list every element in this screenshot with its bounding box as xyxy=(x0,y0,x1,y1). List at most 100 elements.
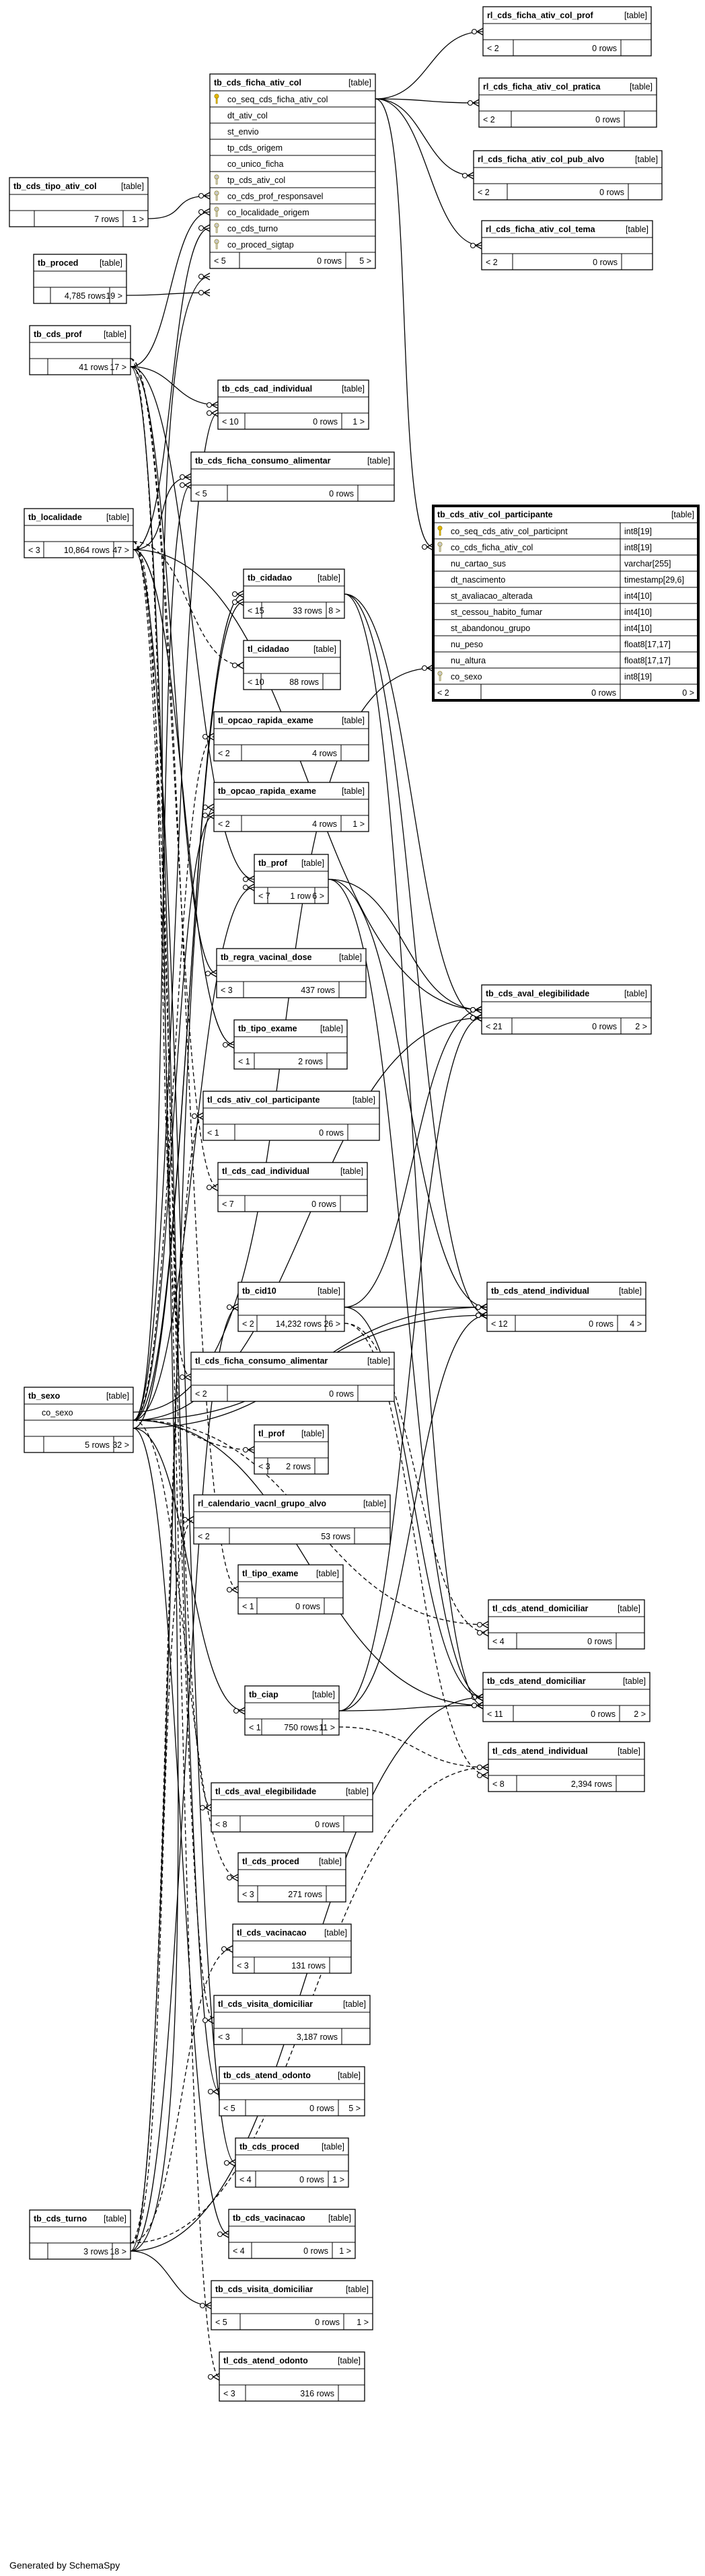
table-type: [table] xyxy=(104,2214,126,2223)
crows-foot-marker xyxy=(206,409,219,417)
parent-count: < 7 xyxy=(258,891,270,901)
table-rl-cds-ficha-ativ-col-pub-alvo[interactable]: rl_cds_ficha_ativ_col_pub_alvo[table]< 2… xyxy=(473,150,663,200)
table-name: tb_cds_prof xyxy=(34,330,82,339)
crows-foot-marker xyxy=(242,1446,255,1454)
table-name: tb_cds_tipo_ativ_col xyxy=(13,182,97,191)
crows-foot-marker xyxy=(206,401,219,409)
table-name: rl_cds_ficha_ativ_col_pub_alvo xyxy=(478,155,605,164)
table-tb-cds-ativ-col-participante[interactable]: tb_cds_ativ_col_participante[table]co_se… xyxy=(432,505,700,702)
table-name: tb_cds_ficha_ativ_col xyxy=(214,78,301,87)
table-frame xyxy=(244,1685,340,1736)
row-count: 14,232 rows xyxy=(276,1319,322,1329)
relationship-edge xyxy=(133,549,482,1010)
row-count: 0 rows xyxy=(311,1200,336,1209)
table-tb-cds-ficha-ativ-col[interactable]: tb_cds_ficha_ativ_col[table]co_seq_cds_f… xyxy=(209,73,376,269)
table-name: tb_cds_cad_individual xyxy=(222,384,312,394)
table-type: [table] xyxy=(340,1167,363,1176)
row-count: 0 rows xyxy=(315,2318,340,2327)
table-type: [table] xyxy=(301,858,324,868)
parent-count: < 5 xyxy=(223,2104,235,2113)
table-name: tb_localidade xyxy=(28,513,82,522)
row-count: 2 rows xyxy=(298,1057,323,1066)
row-count: 0 rows xyxy=(309,2104,334,2113)
relationship-edge xyxy=(375,98,474,176)
table-rl-calendario-vacnl-grupo-alvo[interactable]: rl_calendario_vacnl_grupo_alvo[table]< 2… xyxy=(193,1494,391,1545)
crows-foot-marker xyxy=(470,242,482,250)
parent-count: < 12 xyxy=(491,1319,508,1329)
crows-foot-marker xyxy=(470,1014,482,1022)
table-frame xyxy=(482,6,652,57)
table-frame xyxy=(235,2137,349,2188)
table-tl-cds-ficha-consumo-alimentar[interactable]: tl_cds_ficha_consumo_alimentar[table]< 2… xyxy=(190,1352,395,1402)
crows-foot-marker xyxy=(476,1771,489,1779)
foreign-key-icon xyxy=(214,223,219,233)
crows-foot-marker xyxy=(476,1629,489,1637)
table-name: tl_cds_atend_individual xyxy=(492,1746,588,1756)
relationship-edges xyxy=(126,28,489,2381)
table-frame xyxy=(488,1599,645,1650)
row-count: 0 rows xyxy=(599,188,624,197)
parent-count: < 2 xyxy=(242,1319,254,1329)
parent-count: < 2 xyxy=(478,188,490,197)
crows-foot-marker xyxy=(199,1804,212,1812)
primary-key-icon xyxy=(214,94,219,104)
relationship-edge xyxy=(375,98,482,246)
implied-relationship-edge xyxy=(133,1420,239,1878)
relationship-edge xyxy=(130,2250,212,2306)
parent-count: < 5 xyxy=(195,489,207,499)
table-type: [table] xyxy=(312,1690,335,1699)
table-frame xyxy=(217,379,369,430)
relationship-edge xyxy=(133,1428,246,1712)
parent-count: < 1 xyxy=(207,1128,219,1138)
table-name: tb_prof xyxy=(258,858,288,868)
table-name: tb_cds_visita_domiciliar xyxy=(215,2285,313,2294)
child-count: 32 > xyxy=(112,1440,129,1450)
row-count: 5 rows xyxy=(85,1440,110,1450)
table-tb-cds-ficha-consumo-alimentar[interactable]: tb_cds_ficha_consumo_alimentar[table]< 5… xyxy=(190,451,395,502)
parent-count: < 3 xyxy=(221,986,233,995)
row-count: 0 rows xyxy=(319,1128,344,1138)
field-type: int8[19] xyxy=(624,527,652,536)
table-frame xyxy=(193,1494,391,1545)
relationship-edge xyxy=(130,366,219,406)
parent-count: < 3 xyxy=(218,2032,230,2042)
table-type: [table] xyxy=(324,1928,347,1938)
